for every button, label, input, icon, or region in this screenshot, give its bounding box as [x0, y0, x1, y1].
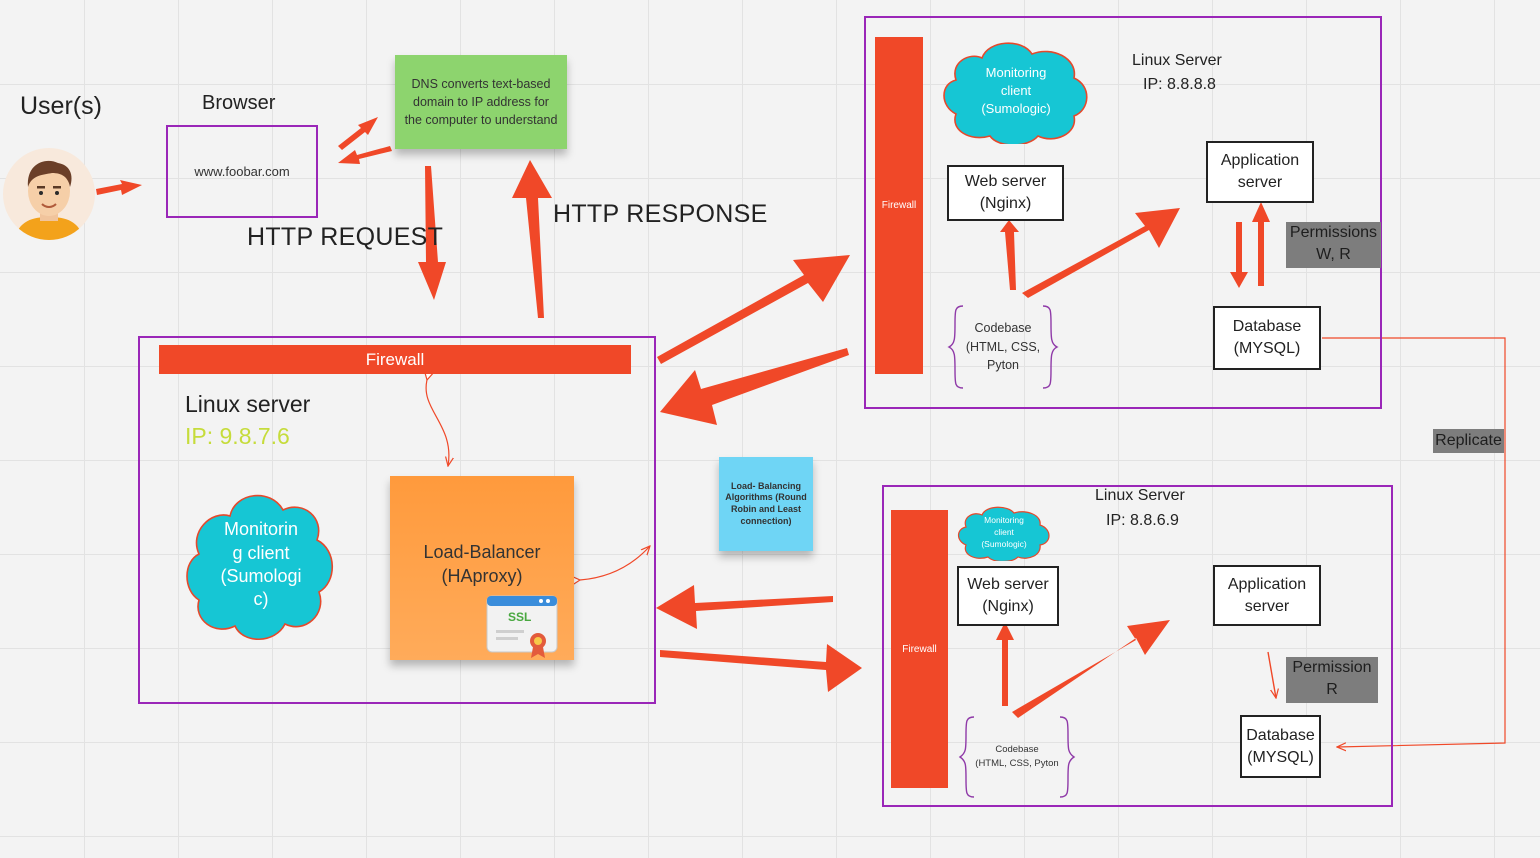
- dns-note: DNS converts text-based domain to IP add…: [395, 55, 567, 149]
- arrow-s1-db-to-app: [1252, 202, 1270, 286]
- arrow-dns-to-browser: [338, 146, 392, 164]
- lb-algorithms-note: Load- Balancing Algorithms (Round Robin …: [719, 457, 813, 551]
- server2-title: Linux Server: [1095, 487, 1185, 504]
- server1-ip: IP: 8.8.8.8: [1143, 76, 1216, 93]
- user-avatar-icon: [2, 147, 96, 241]
- server1-firewall: Firewall: [875, 37, 923, 374]
- curly-braces-icon: [947, 305, 1059, 389]
- lb-monitoring-client: Monitorin g client (Sumologi c): [185, 488, 337, 642]
- http-request-label: HTTP REQUEST: [247, 223, 444, 251]
- server2-codebase-text: Codebase (HTML, CSS, Pyton: [975, 743, 1059, 769]
- arrow-s2-codebase-to-app: [1012, 620, 1170, 718]
- server1-database[interactable]: Database (MYSQL): [1213, 306, 1321, 370]
- curly-braces-icon: [958, 716, 1076, 798]
- server2-firewall: Firewall: [891, 510, 948, 788]
- ssl-label: SSL: [508, 610, 532, 624]
- arrow-lb-to-server1: [657, 255, 850, 364]
- server1-codebase-text: Codebase (HTML, CSS, Pyton: [965, 320, 1041, 373]
- arrow-s2-perm-to-db: [1267, 651, 1276, 698]
- server2-monitoring-client: Monitoring client (Sumologic): [956, 505, 1052, 561]
- load-balancer-label: Load-Balancer (HAproxy): [423, 542, 541, 587]
- cloud-icon: [943, 42, 1088, 144]
- server2-app-server[interactable]: Application server: [1213, 565, 1321, 626]
- arrow-http-request: [418, 166, 446, 300]
- server1-container: [864, 16, 1382, 409]
- arrow-s1-codebase-to-web: [1000, 220, 1019, 290]
- server1-codebase[interactable]: Codebase (HTML, CSS, Pyton: [947, 304, 1059, 390]
- browser-title: Browser: [202, 92, 276, 114]
- server2-container: [882, 485, 1393, 807]
- server2-web-server[interactable]: Web server (Nginx): [957, 566, 1059, 626]
- arrow-user-to-browser: [96, 180, 142, 195]
- server2-ip: IP: 8.8.6.9: [1106, 512, 1179, 529]
- arrow-s2-codebase-to-web: [996, 622, 1014, 706]
- browser-url[interactable]: www.foobar.com: [194, 164, 290, 179]
- server2-codebase[interactable]: Codebase (HTML, CSS, Pyton: [958, 715, 1076, 799]
- server2-permissions: Permission R: [1286, 657, 1378, 703]
- server2-monitoring-text: Monitoring client (Sumologic): [981, 515, 1027, 549]
- replicate-line: [1322, 337, 1506, 747]
- server1-title: Linux Server: [1132, 52, 1222, 69]
- cloud-icon: [186, 494, 333, 640]
- firewall-to-lb-connector: [426, 380, 449, 466]
- lb-firewall: Firewall: [159, 345, 631, 374]
- server1-web-server[interactable]: Web server (Nginx): [947, 165, 1064, 221]
- arrow-s1-app-to-db: [1230, 222, 1248, 288]
- server1-monitoring-client: Monitoring client (Sumologic): [940, 38, 1092, 144]
- users-label: User(s): [20, 92, 102, 120]
- server2-database[interactable]: Database (MYSQL): [1240, 715, 1321, 778]
- lb-to-algo-connector: [580, 546, 650, 580]
- server1-permissions: Permissions W, R: [1286, 222, 1381, 268]
- arrow-server1-to-lb: [660, 348, 849, 425]
- arrow-lb-to-server2: [660, 644, 862, 692]
- arrow-browser-to-dns: [338, 117, 378, 150]
- lb-server-title: Linux server: [185, 391, 311, 417]
- cloud-icon: [957, 506, 1050, 561]
- server1-app-server[interactable]: Application server: [1206, 141, 1314, 203]
- lb-server-container: [138, 336, 656, 704]
- ssl-certificate-icon: SSL: [486, 594, 558, 660]
- server1-monitoring-text: Monitoring client (Sumologic): [981, 64, 1051, 117]
- replicate-label: Replicate: [1433, 429, 1504, 453]
- arrow-server2-to-lb: [656, 585, 833, 629]
- browser-window[interactable]: www.foobar.com: [166, 125, 318, 218]
- http-response-label: HTTP RESPONSE: [553, 200, 768, 228]
- arrow-s1-codebase-to-app: [1022, 208, 1180, 298]
- lb-monitoring-text: Monitorin g client (Sumologi c): [220, 519, 302, 610]
- lb-server-ip: IP: 9.8.7.6: [185, 423, 290, 449]
- arrow-http-response: [512, 160, 552, 318]
